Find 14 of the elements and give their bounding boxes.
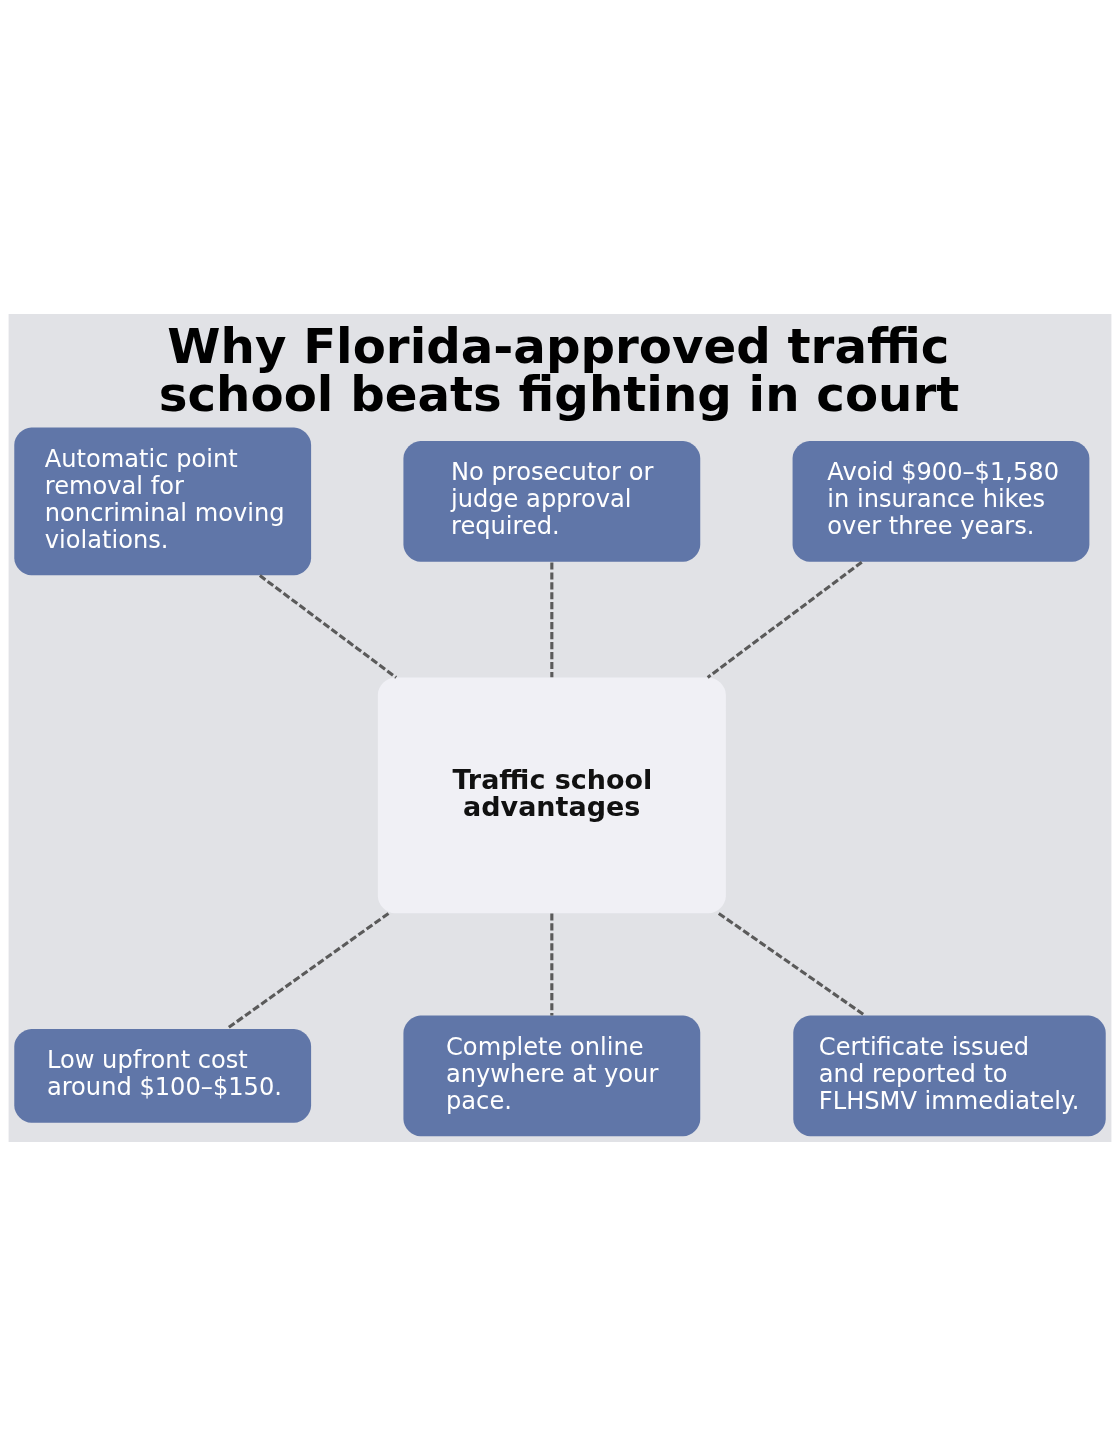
connector	[225, 912, 390, 1031]
node-box: Certificate issued and reported to FLHSMV immediately.	[793, 1015, 1106, 1137]
node-box: Avoid $900–$1,580 in insurance hikes over three years.	[792, 441, 1090, 562]
connector	[550, 913, 554, 1016]
connector	[717, 912, 866, 1017]
node-box: No prosecutor or judge approval required.	[403, 441, 701, 562]
node-box: Automatic point removal for noncriminal moving violations.	[14, 427, 312, 576]
diagram-title: Why Florida-approved traffic school beats fighting in court	[158, 317, 960, 422]
connector	[258, 574, 398, 679]
connector	[706, 560, 863, 679]
node-box: Complete online anywhere at your pace.	[403, 1015, 701, 1137]
connector	[550, 562, 554, 678]
node-box: Low upfront cost around $100–$150.	[14, 1029, 312, 1123]
node-box: Traffic school advantages	[377, 677, 726, 914]
